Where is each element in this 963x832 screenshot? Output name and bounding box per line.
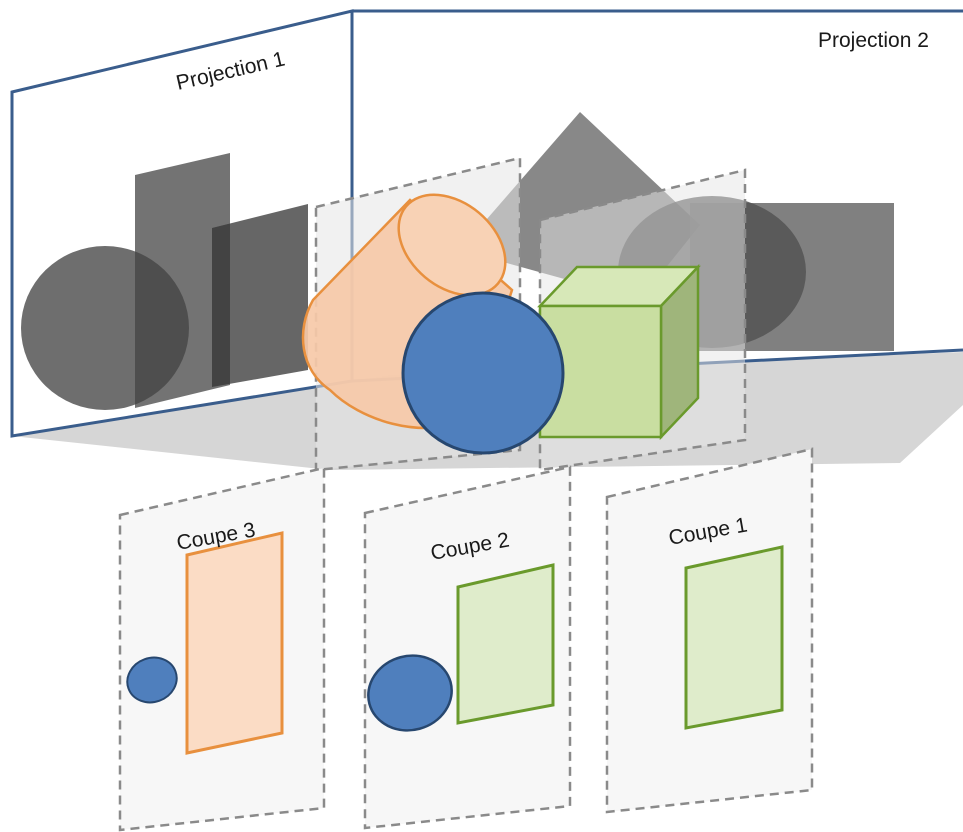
sphere: [401, 291, 565, 455]
section-2-cube-cut: [456, 563, 555, 725]
cube: [537, 263, 701, 441]
section-2-panel: Coupe 2: [363, 465, 572, 830]
section-3-sphere-cut: [126, 656, 178, 704]
section-2-sphere-cut: [367, 654, 453, 732]
projection-1-short-rect-shadow: [212, 204, 308, 387]
projection-1-plane: Projection 1: [10, 9, 354, 438]
section-1-cube-cut: [684, 545, 784, 730]
projection-2-label: Projection 2: [818, 29, 929, 52]
projection-1-tall-rect-shadow: [135, 153, 230, 408]
section-1-panel: Coupe 1: [605, 447, 814, 814]
section-3-cylinder-cut: [185, 531, 284, 755]
cylinder-top: [397, 193, 507, 297]
section-3-panel: Coupe 3: [118, 466, 326, 832]
